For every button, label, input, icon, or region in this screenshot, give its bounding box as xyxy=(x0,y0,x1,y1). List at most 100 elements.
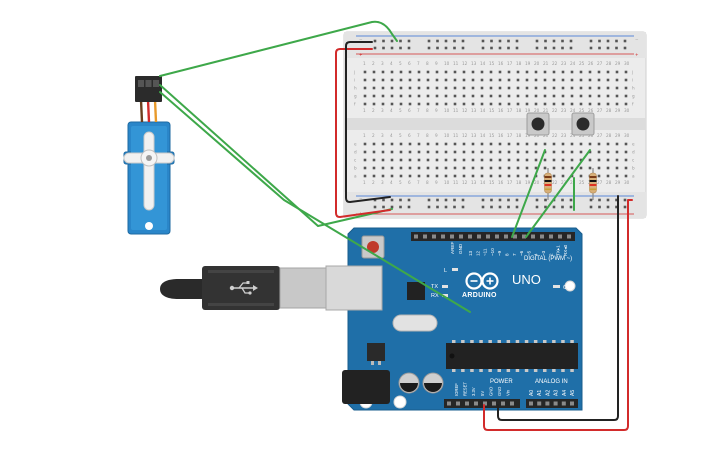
breadboard-hole[interactable] xyxy=(597,70,601,74)
breadboard-hole[interactable] xyxy=(471,70,475,74)
rail-hole[interactable] xyxy=(481,198,485,202)
header-pin[interactable] xyxy=(465,401,469,406)
rail-hole[interactable] xyxy=(444,46,448,50)
breadboard-hole[interactable] xyxy=(480,78,484,82)
rail-hole[interactable] xyxy=(561,46,564,50)
breadboard-holes[interactable] xyxy=(363,39,628,209)
breadboard-hole[interactable] xyxy=(462,166,466,170)
breadboard-hole[interactable] xyxy=(372,78,376,82)
breadboard-hole[interactable] xyxy=(372,94,376,98)
rail-hole[interactable] xyxy=(552,205,556,209)
rail-hole[interactable] xyxy=(507,39,510,43)
breadboard-hole[interactable] xyxy=(435,174,439,178)
breadboard-hole[interactable] xyxy=(462,102,466,106)
breadboard-hole[interactable] xyxy=(435,102,439,106)
breadboard-hole[interactable] xyxy=(498,166,502,170)
breadboard-hole[interactable] xyxy=(507,78,511,82)
header-pin[interactable] xyxy=(459,234,463,239)
rail-hole[interactable] xyxy=(598,198,601,202)
breadboard-hole[interactable] xyxy=(561,102,565,106)
breadboard-hole[interactable] xyxy=(543,70,547,74)
breadboard-hole[interactable] xyxy=(471,166,475,170)
breadboard-hole[interactable] xyxy=(453,166,457,170)
breadboard-hole[interactable] xyxy=(534,166,538,170)
rail-hole[interactable] xyxy=(390,46,394,50)
rail-hole[interactable] xyxy=(444,205,448,209)
breadboard-hole[interactable] xyxy=(516,78,520,82)
breadboard-hole[interactable] xyxy=(435,150,439,154)
breadboard-hole[interactable] xyxy=(579,78,583,82)
rail-hole[interactable] xyxy=(606,205,610,209)
breadboard-hole[interactable] xyxy=(444,70,448,74)
header-pin[interactable] xyxy=(441,234,445,239)
breadboard-hole[interactable] xyxy=(606,142,610,146)
rail-hole[interactable] xyxy=(606,39,610,43)
breadboard-hole[interactable] xyxy=(561,166,565,170)
breadboard-hole[interactable] xyxy=(561,174,565,178)
rail-hole[interactable] xyxy=(407,205,411,209)
breadboard-hole[interactable] xyxy=(462,150,466,154)
push-button-2[interactable] xyxy=(571,112,595,136)
breadboard-hole[interactable] xyxy=(417,166,421,170)
breadboard-hole[interactable] xyxy=(507,102,511,106)
breadboard-hole[interactable] xyxy=(381,70,385,74)
breadboard-hole[interactable] xyxy=(552,174,556,178)
wire-servo-to-rail[interactable] xyxy=(159,20,398,77)
servo-motor[interactable] xyxy=(123,76,175,235)
breadboard-hole[interactable] xyxy=(489,142,493,146)
rail-hole[interactable] xyxy=(427,39,431,43)
breadboard-hole[interactable] xyxy=(399,102,403,106)
header-pin[interactable] xyxy=(432,234,436,239)
breadboard-hole[interactable] xyxy=(624,142,628,146)
breadboard-hole[interactable] xyxy=(516,158,520,162)
breadboard-hole[interactable] xyxy=(435,86,439,90)
breadboard-hole[interactable] xyxy=(372,86,376,90)
breadboard-hole[interactable] xyxy=(624,102,628,106)
breadboard-hole[interactable] xyxy=(525,142,529,146)
breadboard-hole[interactable] xyxy=(381,150,385,154)
breadboard-hole[interactable] xyxy=(570,94,574,98)
breadboard-hole[interactable] xyxy=(552,86,556,90)
rail-hole[interactable] xyxy=(498,46,502,50)
breadboard-hole[interactable] xyxy=(588,142,592,146)
breadboard-hole[interactable] xyxy=(498,174,502,178)
breadboard-hole[interactable] xyxy=(390,158,394,162)
breadboard-hole[interactable] xyxy=(525,158,529,162)
rail-hole[interactable] xyxy=(382,46,385,50)
rail-hole[interactable] xyxy=(615,198,618,202)
breadboard-hole[interactable] xyxy=(525,78,529,82)
header-pin[interactable] xyxy=(570,401,574,406)
breadboard-hole[interactable] xyxy=(471,78,475,82)
header-pin[interactable] xyxy=(537,401,542,406)
breadboard-hole[interactable] xyxy=(570,102,574,106)
breadboard-hole[interactable] xyxy=(606,94,610,98)
breadboard-hole[interactable] xyxy=(408,166,412,170)
rail-hole[interactable] xyxy=(399,205,402,209)
breadboard-hole[interactable] xyxy=(390,142,394,146)
breadboard-hole[interactable] xyxy=(489,102,493,106)
breadboard-hole[interactable] xyxy=(489,94,493,98)
header-pin[interactable] xyxy=(549,234,553,239)
breadboard-hole[interactable] xyxy=(588,86,592,90)
breadboard-hole[interactable] xyxy=(597,158,601,162)
breadboard-hole[interactable] xyxy=(435,94,439,98)
rail-hole[interactable] xyxy=(481,39,485,43)
breadboard-hole[interactable] xyxy=(390,174,394,178)
breadboard-hole[interactable] xyxy=(390,166,394,170)
wire-red-rail-link[interactable] xyxy=(335,48,391,218)
rail-hole[interactable] xyxy=(615,205,618,209)
breadboard-hole[interactable] xyxy=(552,94,556,98)
wire-button1-to-pin[interactable] xyxy=(511,149,546,238)
breadboard-hole[interactable] xyxy=(471,174,475,178)
breadboard-hole[interactable] xyxy=(615,142,619,146)
breadboard-hole[interactable] xyxy=(516,150,520,154)
breadboard-hole[interactable] xyxy=(507,70,511,74)
breadboard-hole[interactable] xyxy=(570,78,574,82)
breadboard-hole[interactable] xyxy=(606,166,610,170)
rail-hole[interactable] xyxy=(498,39,502,43)
breadboard-hole[interactable] xyxy=(516,166,520,170)
breadboard-hole[interactable] xyxy=(399,150,403,154)
header-pin[interactable] xyxy=(567,234,571,239)
breadboard-hole[interactable] xyxy=(624,150,628,154)
